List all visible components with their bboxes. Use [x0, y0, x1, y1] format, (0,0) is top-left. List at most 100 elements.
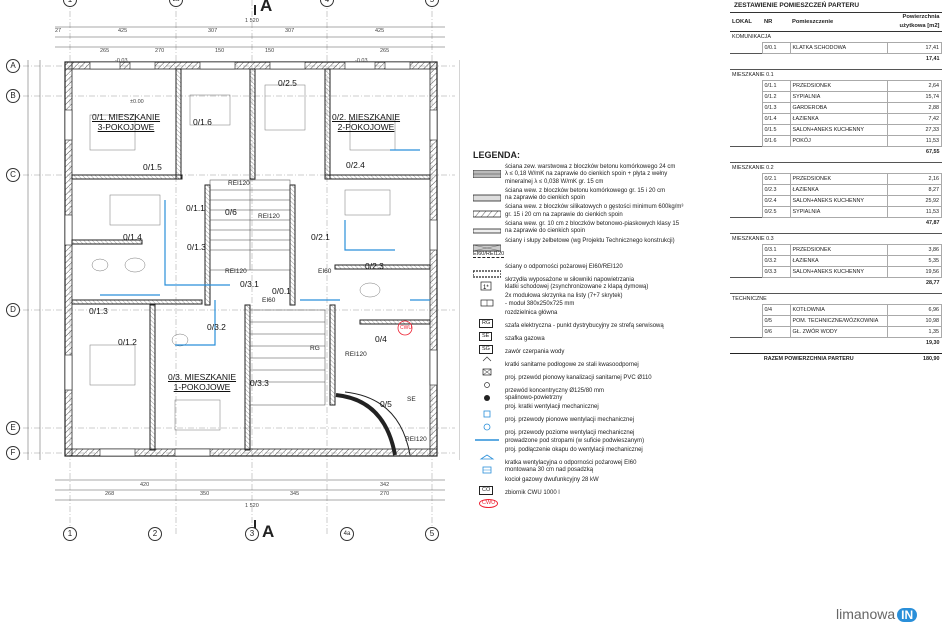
schedule-cell-empty [730, 267, 762, 278]
schedule-cell-empty [730, 185, 762, 196]
legend-symbol-text: RG [479, 318, 494, 328]
schedule-cell-area: 19,56 [887, 266, 942, 278]
fire-wall-icon [472, 265, 502, 278]
schedule-cell-room: PRZEDSIONEK [789, 80, 888, 92]
drain-icon [473, 363, 501, 376]
dim-top-13: 150 [215, 48, 225, 54]
schedule-cell-empty [730, 92, 762, 103]
schedule-cell-room: ŁAZIENKA [789, 113, 888, 125]
concrete-icon [472, 239, 502, 252]
schedule-cell-empty [730, 256, 762, 267]
tag-rei120-3: REI120 [225, 268, 247, 275]
room-label-0-1-3b: 0/1.3 [89, 306, 108, 316]
room-label-0-2-1: 0/2.1 [311, 232, 330, 242]
vent-grill-icon [473, 405, 501, 418]
schedule-group-row: MIESZKANIE 0.3 [730, 233, 942, 245]
schedule-cell-area: 11,53 [887, 206, 942, 218]
boiler-icon: CO [473, 478, 501, 495]
legend-item-text: kratki sanitarne podłogowe ze stali kwas… [505, 361, 639, 368]
schedule-cell-room: POKÓJ [789, 135, 888, 147]
room-label-0-1-1: 0/1.1 [186, 203, 205, 213]
fire-grill-icon [473, 461, 501, 474]
pipe-icon [473, 376, 501, 388]
legend-items: ściana zew. warstwowa z bloczków betonu … [472, 164, 723, 508]
schedule-cell-empty [730, 81, 762, 92]
schedule-subtotal-row: 19,30 [730, 337, 942, 348]
schedule-title: ZESTAWIENIE POMIESZCZEŃ PARTERU [730, 0, 942, 13]
axis-b-marker: B [6, 89, 20, 103]
schedule-subtotal: 28,77 [730, 277, 942, 288]
sg-icon: SG [473, 337, 501, 354]
axis-f-marker: F [6, 446, 20, 460]
dim-total-top: 1 520 [245, 18, 259, 24]
schedule-cell-nr: 0/1.3 [761, 102, 791, 114]
schedule-cell-nr: 0/4 [761, 304, 791, 316]
schedule-cell-empty [730, 245, 762, 256]
room-label-0-1-6: 0/1.6 [193, 117, 212, 127]
level-mark-1: -0.03 [115, 58, 128, 64]
schedule-cell-room: ŁAZIENKA [789, 184, 888, 196]
schedule-cell-empty [730, 125, 762, 136]
legend-item-text: proj. kratki wentylacji mechanicznej [505, 404, 599, 411]
dim-top-0: 27 [55, 28, 62, 34]
legend-item-text: szafka gazowa [505, 335, 545, 342]
brand-badge: IN [897, 608, 918, 622]
dim-bottom-5: 345 [290, 491, 300, 497]
wall-thin-icon [472, 222, 502, 234]
schedule-cell-room: POM. TECHNICZNE/WÓZKOWNIA [789, 315, 888, 327]
schedule-cell-empty [730, 316, 762, 327]
schedule-cell-room: PRZEDSIONEK [789, 244, 888, 256]
section-mark-bottom: A [262, 522, 275, 541]
legend-item-text: 2x modułowa skrzynka na listy (7+7 skryt… [505, 293, 623, 307]
legend-symbol-text: SE [479, 331, 493, 341]
axis-5-bottom-marker: 5 [425, 527, 439, 541]
legend-item: kratka wentylacyjna o odporności pożarow… [473, 460, 723, 475]
tag-se: SE [407, 396, 416, 403]
schedule-subtotal-row: 67,55 [730, 146, 942, 157]
legend-item: przewód koncentryczny Ø125/80 mm spalino… [473, 388, 723, 403]
axis-d-marker: D [6, 303, 20, 317]
schedule-cell-room: SYPIALNIA [789, 91, 888, 103]
schedule-subtotal-row: 28,77 [730, 277, 942, 288]
schedule-cell-area: 2,16 [887, 173, 942, 185]
floor-plan: A B C D E F 1 2a 4 5 1 2 3 4a 5 A A 1 52… [0, 0, 461, 545]
legend-item-text: zawór czerpania wody [505, 348, 565, 355]
legend-item: proj. kratki wentylacji mechanicznej [473, 404, 723, 418]
schedule-group-name: TECHNICZNE [730, 293, 942, 305]
schedule-cell-area: 10,98 [887, 315, 942, 327]
legend-symbol-text: CO [479, 485, 494, 495]
schedule-cell-empty [730, 196, 762, 207]
col-pomieszczenie: Pomieszczenie [790, 13, 888, 32]
legend-item: ściana wew. z bloczków silikatowych o gę… [472, 204, 723, 219]
legend-item-text: ściana wew. z bloczków betonu komórkoweg… [505, 187, 666, 202]
schedule-cell-nr: 0/2.5 [761, 206, 791, 218]
tap-icon [473, 350, 501, 362]
schedule-subtotal: 47,87 [730, 217, 942, 228]
legend-item-text: ściana wew. gr. 10 cm z bloczków betonow… [505, 221, 680, 235]
legend-item-text: skrzydła wyposażone w siłowniki napowiet… [505, 276, 649, 290]
schedule-cell-nr: 0/2.1 [761, 173, 791, 185]
room-title-m01: 0/1. MIESZKANIE 3-POKOJOWE [92, 112, 161, 132]
schedule-group-row: MIESZKANIE 0.1 [730, 69, 942, 81]
dim-top-11: 270 [155, 48, 165, 54]
flue-icon [473, 389, 501, 401]
schedule-table: LOKAL NR Pomieszczenie Powierzchnia użyt… [730, 13, 942, 364]
dim-top-1: 425 [118, 28, 128, 34]
legend-item: proj. przewód pionowy kanalizacji sanita… [473, 375, 723, 388]
schedule-cell-empty [730, 174, 762, 185]
room-label-0-2-4: 0/2.4 [346, 160, 365, 170]
schedule-cell-nr: 0/2.3 [761, 184, 791, 196]
schedule-cell-room: KOTŁOWNIA [789, 304, 888, 316]
axis-c-marker: C [6, 168, 20, 182]
schedule-cell-nr: 0/3.2 [761, 255, 791, 267]
tag-rg: RG [310, 345, 320, 352]
hood-icon [473, 448, 501, 460]
schedule-group-row: KOMUNIKACJA [730, 31, 942, 43]
